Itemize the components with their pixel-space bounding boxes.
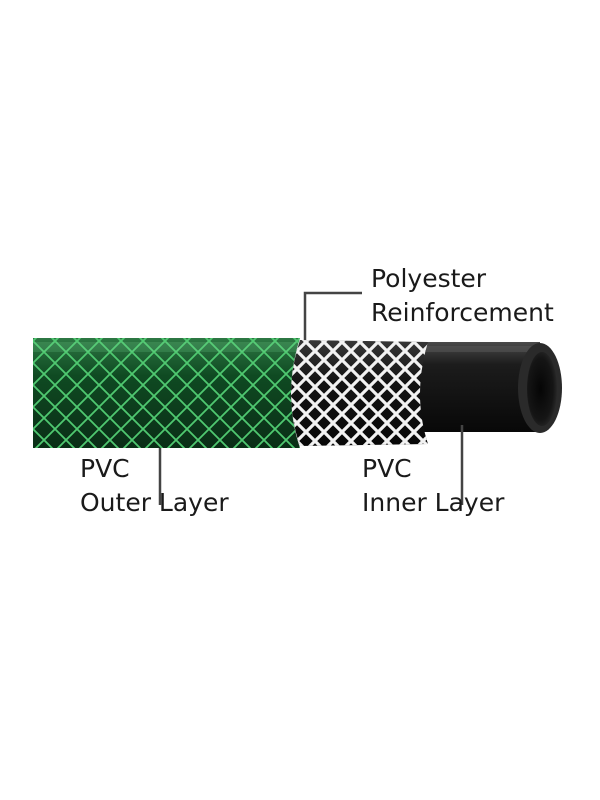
reinforcement-label: Polyester Reinforcement xyxy=(371,262,554,330)
reinforcement-label-line2: Reinforcement xyxy=(371,298,554,327)
outer-layer-label: PVC Outer Layer xyxy=(80,452,229,520)
inner-layer-label-line1: PVC xyxy=(362,454,412,483)
outer-layer-label-line2: Outer Layer xyxy=(80,488,229,517)
reinforcement-label-line1: Polyester xyxy=(371,264,487,293)
reinforcement-layer xyxy=(291,340,428,446)
reinforcement-leader-line xyxy=(303,291,362,340)
inner-layer xyxy=(412,342,562,433)
inner-layer-label-line2: Inner Layer xyxy=(362,488,505,517)
outer-layer-label-line1: PVC xyxy=(80,454,130,483)
outer-layer xyxy=(33,338,300,448)
inner-layer-label: PVC Inner Layer xyxy=(362,452,504,520)
